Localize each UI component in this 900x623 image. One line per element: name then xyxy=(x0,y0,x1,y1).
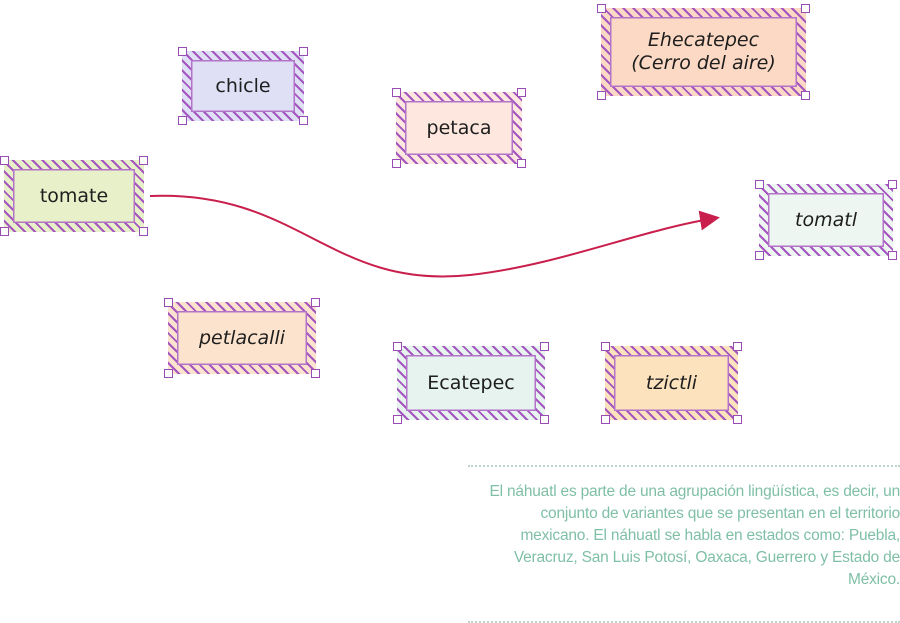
card-tzictli-label: tzictli xyxy=(645,371,698,394)
card-corner-br xyxy=(733,415,742,424)
card-corner-br xyxy=(517,159,526,168)
card-corner-tl xyxy=(755,180,764,189)
card-corner-tl xyxy=(601,342,610,351)
card-corner-tl xyxy=(178,47,187,56)
card-tomate: tomate xyxy=(0,156,148,236)
info-note-text: El náhuatl es parte de una agrupación li… xyxy=(489,483,900,588)
card-corner-tr xyxy=(540,342,549,351)
card-corner-bl xyxy=(601,415,610,424)
card-petaca: petaca xyxy=(392,88,526,168)
card-ecatepec: Ecatepec xyxy=(393,342,549,424)
card-corner-br xyxy=(311,369,320,378)
info-note: El náhuatl es parte de una agrupación li… xyxy=(468,465,900,623)
card-tzictli: tzictli xyxy=(601,342,742,424)
card-corner-br xyxy=(888,251,897,260)
card-corner-br xyxy=(801,91,810,100)
card-petaca-label: petaca xyxy=(426,116,492,139)
card-corner-tl xyxy=(164,298,173,307)
card-corner-bl xyxy=(0,227,9,236)
card-corner-tr xyxy=(311,298,320,307)
card-corner-tr xyxy=(139,156,148,165)
card-corner-bl xyxy=(164,369,173,378)
card-corner-tr xyxy=(801,4,810,13)
card-corner-bl xyxy=(178,116,187,125)
card-corner-br xyxy=(540,415,549,424)
card-corner-tr xyxy=(888,180,897,189)
card-petlacalli-label: petlacalli xyxy=(198,326,286,349)
card-ecatepec-label: Ecatepec xyxy=(427,371,515,394)
card-corner-br xyxy=(299,116,308,125)
card-corner-bl xyxy=(392,159,401,168)
card-corner-tr xyxy=(517,88,526,97)
card-tomate-label: tomate xyxy=(39,184,109,207)
card-corner-tl xyxy=(393,342,402,351)
card-corner-bl xyxy=(597,91,606,100)
card-corner-bl xyxy=(755,251,764,260)
card-ehecatepec: Ehecatepec (Cerro del aire) xyxy=(597,4,810,100)
card-tomatl: tomatl xyxy=(755,180,897,260)
card-chicle: chicle xyxy=(178,47,308,125)
card-corner-tl xyxy=(0,156,9,165)
card-chicle-label: chicle xyxy=(215,74,271,97)
card-corner-tr xyxy=(733,342,742,351)
card-corner-tr xyxy=(299,47,308,56)
card-petlacalli: petlacalli xyxy=(164,298,320,378)
card-ehecatepec-label: Ehecatepec (Cerro del aire) xyxy=(631,29,776,74)
card-corner-tl xyxy=(597,4,606,13)
card-corner-br xyxy=(139,227,148,236)
card-corner-tl xyxy=(392,88,401,97)
card-tomatl-label: tomatl xyxy=(795,208,857,231)
card-corner-bl xyxy=(393,415,402,424)
